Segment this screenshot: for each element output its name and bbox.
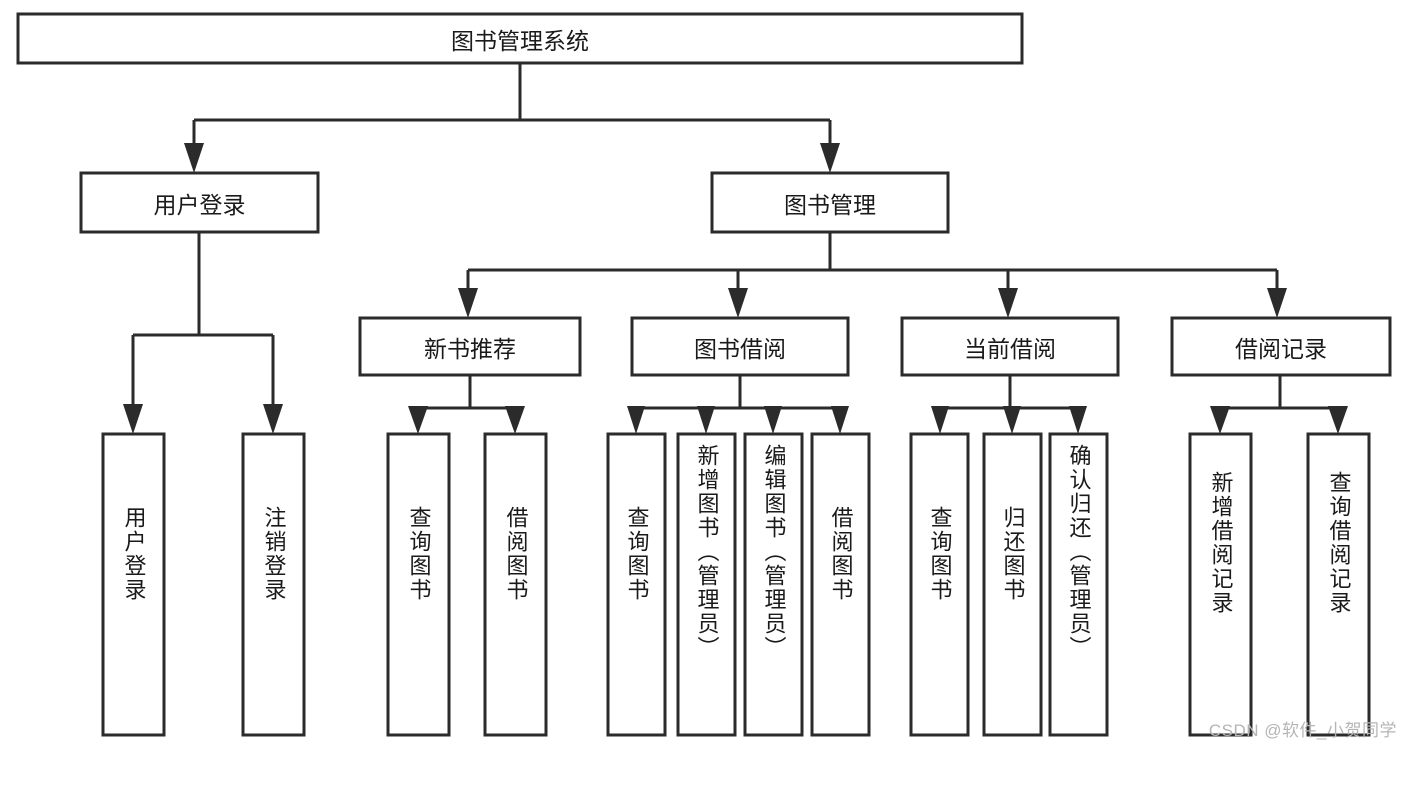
flowchart-canvas xyxy=(16,12,1392,737)
node-leaf-borrow-book-1[interactable] xyxy=(483,432,548,737)
node-leaf-user-logout[interactable] xyxy=(241,432,306,737)
node-borrow-record[interactable] xyxy=(1170,316,1392,377)
node-leaf-query-record[interactable] xyxy=(1306,432,1371,737)
flowchart-diagram: 图书管理系统 用户登录 图书管理 新书推荐 图书借阅 当前借阅 借阅记录 用户登… xyxy=(16,12,1397,740)
node-leaf-user-login[interactable] xyxy=(101,432,166,737)
connector-bookmanage-to-level2 xyxy=(458,232,1287,318)
node-current-borrow[interactable] xyxy=(900,316,1120,377)
node-book-borrow[interactable] xyxy=(630,316,850,377)
node-new-book-recommend[interactable] xyxy=(358,316,582,377)
node-book-manage[interactable] xyxy=(710,171,950,234)
node-leaf-confirm-return[interactable] xyxy=(1048,432,1109,737)
connector-currentborrow-to-leaves xyxy=(931,375,1087,434)
connector-root-to-level1 xyxy=(184,63,840,173)
node-leaf-add-record[interactable] xyxy=(1188,432,1253,737)
node-leaf-borrow-book-2[interactable] xyxy=(810,432,871,737)
connector-userlogin-to-leaves xyxy=(123,232,283,434)
connector-newbook-to-leaves xyxy=(408,375,525,434)
node-user-login[interactable] xyxy=(79,171,320,234)
connector-borrowrecord-to-leaves xyxy=(1210,375,1348,434)
node-leaf-query-book-2[interactable] xyxy=(606,432,667,737)
node-leaf-add-book[interactable] xyxy=(676,432,737,737)
watermark-text: CSDN @软件_小贺同学 xyxy=(1208,721,1397,740)
node-root[interactable] xyxy=(16,12,1024,65)
node-leaf-return-book[interactable] xyxy=(982,432,1043,737)
node-leaf-edit-book[interactable] xyxy=(743,432,804,737)
connector-bookborrow-to-leaves xyxy=(627,375,849,434)
node-leaf-query-book-3[interactable] xyxy=(909,432,970,737)
node-leaf-query-book-1[interactable] xyxy=(386,432,451,737)
